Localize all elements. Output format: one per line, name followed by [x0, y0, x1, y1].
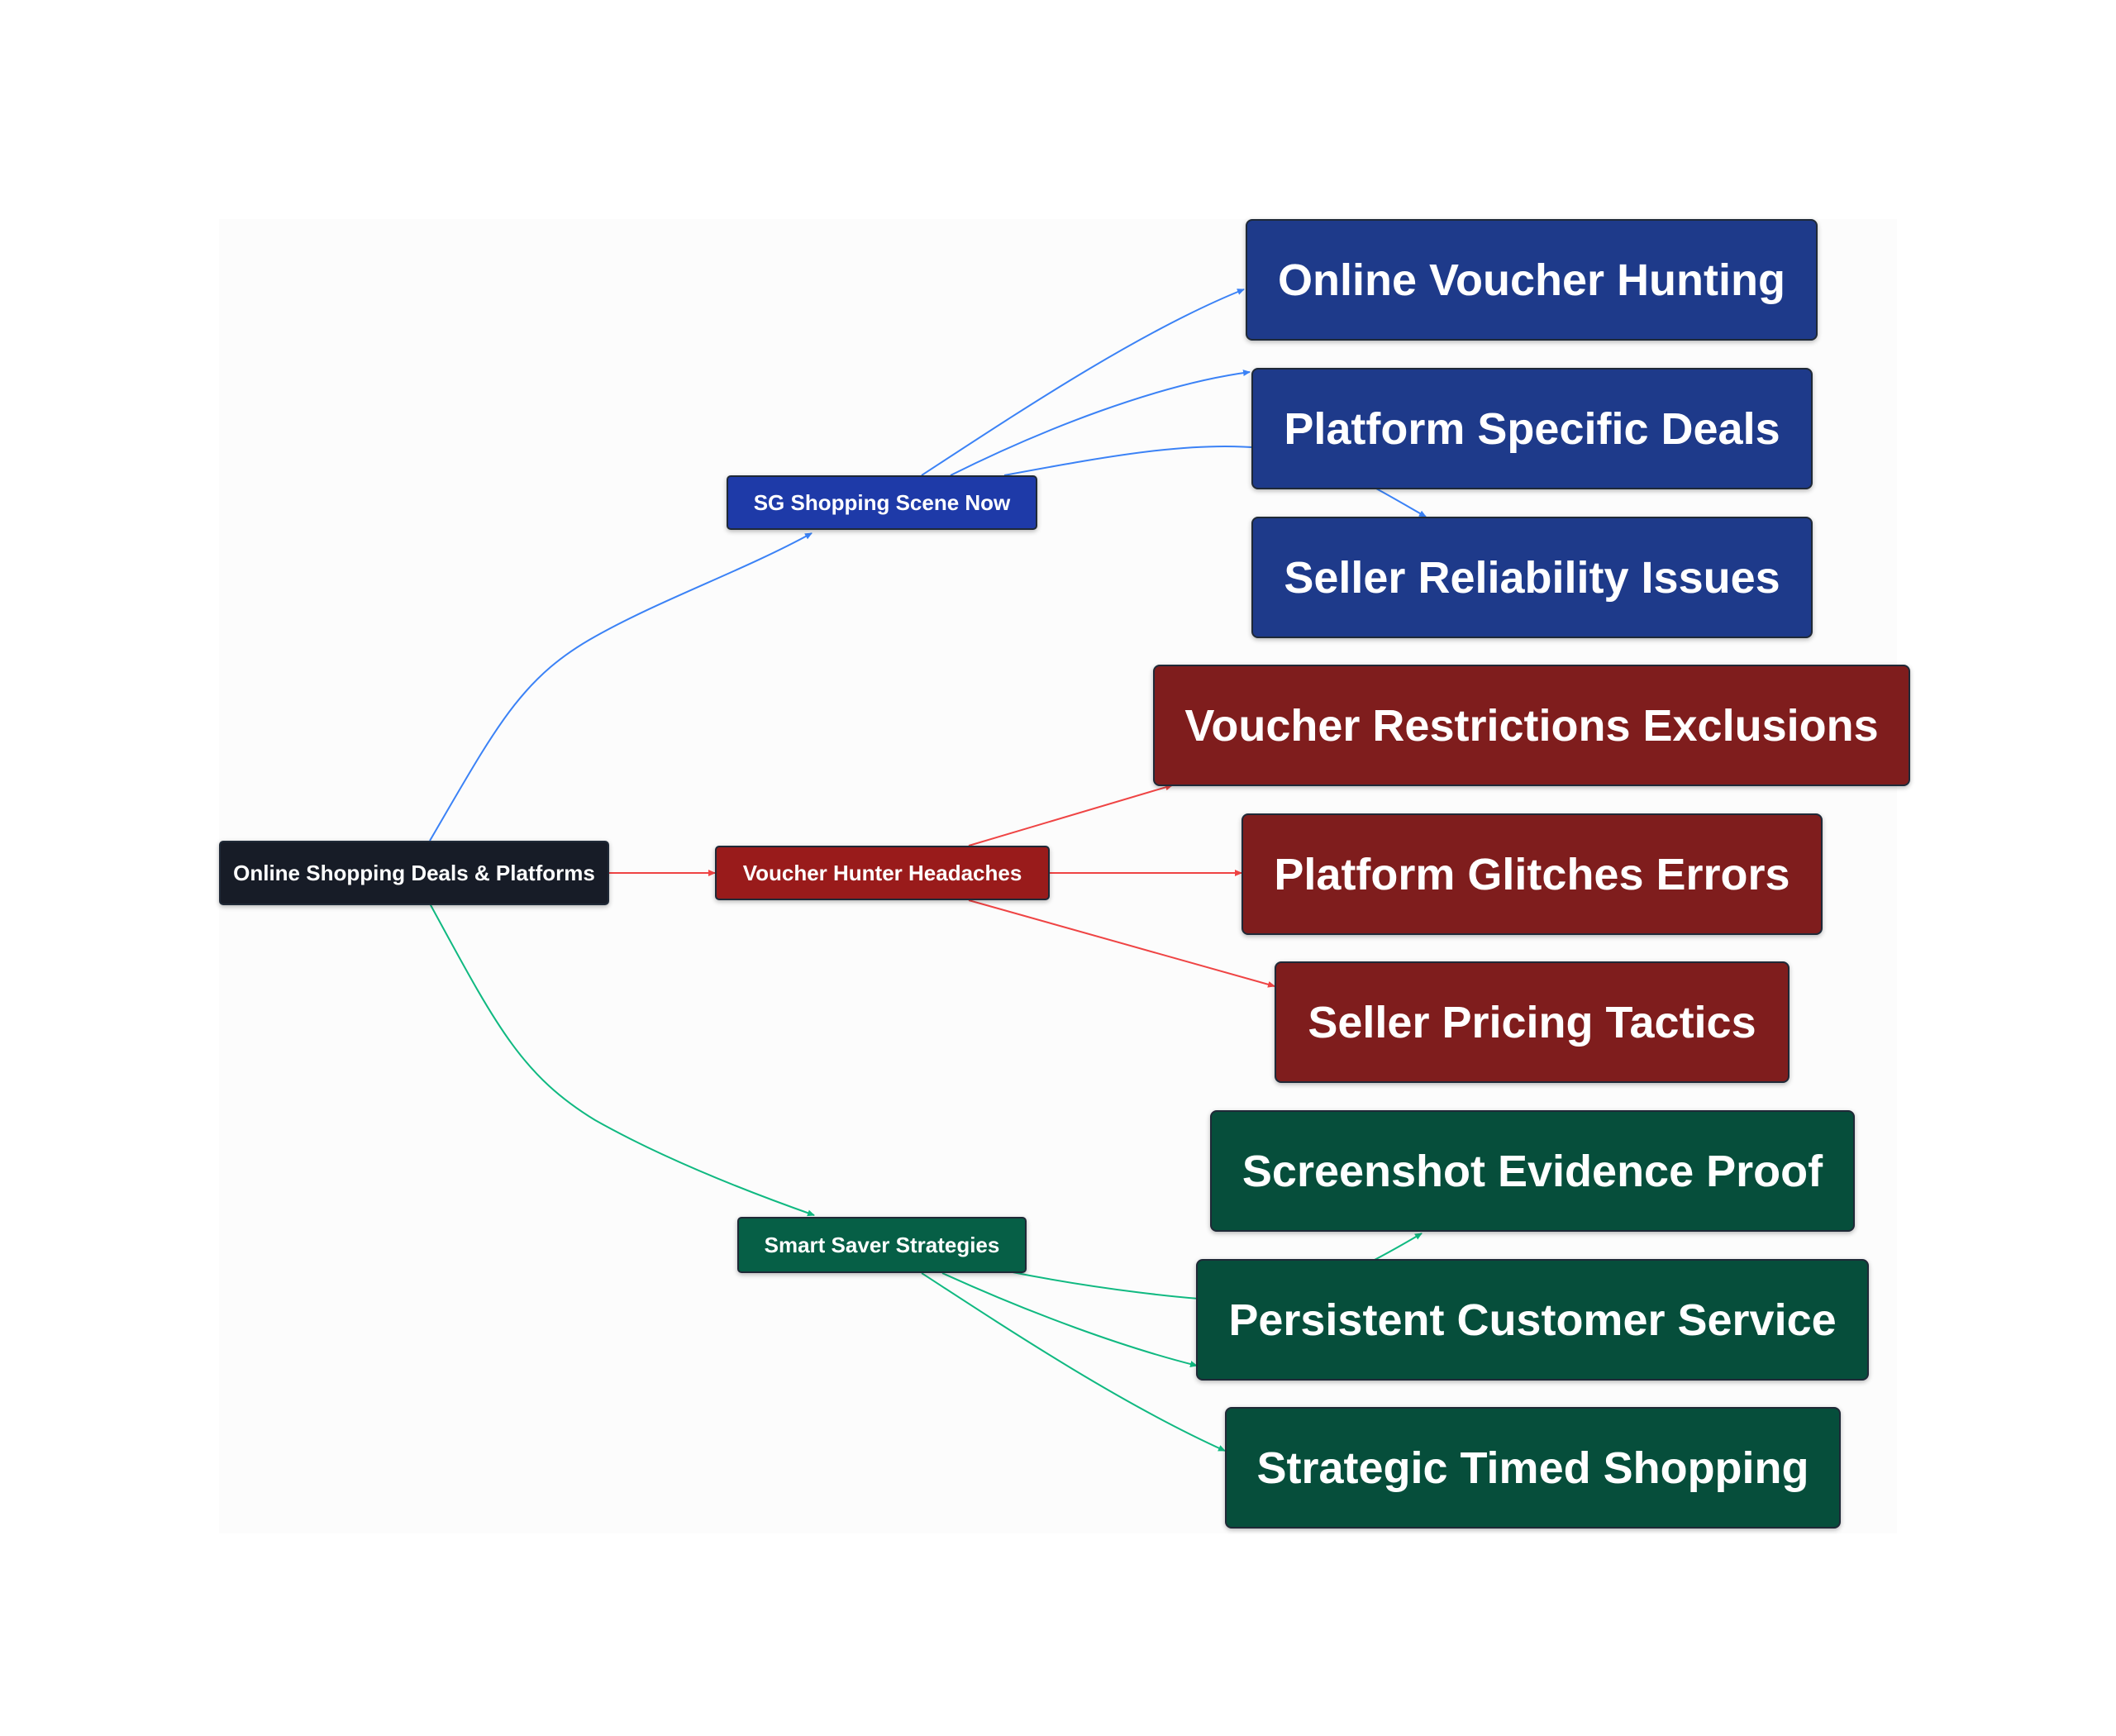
- node-voucher-restrictions-exclusions: Voucher Restrictions Exclusions: [1153, 665, 1910, 786]
- node-platform-specific-deals: Platform Specific Deals: [1251, 368, 1813, 489]
- edge-headaches-voucher-restrictions: [968, 784, 1173, 847]
- node-smart-saver-strategies: Smart Saver Strategies: [737, 1217, 1027, 1273]
- edge-saver-persistent-service: [941, 1272, 1198, 1367]
- edge-root-smart-saver: [429, 903, 815, 1217]
- edge-headaches-seller-pricing: [968, 899, 1275, 988]
- node-voucher-hunter-headaches: Voucher Hunter Headaches: [715, 846, 1050, 900]
- node-platform-glitches-errors: Platform Glitches Errors: [1241, 813, 1823, 935]
- edge-sg-platform-specific-deals: [950, 370, 1251, 476]
- edge-saver-strategic-timed: [921, 1272, 1226, 1452]
- node-screenshot-evidence-proof: Screenshot Evidence Proof: [1210, 1110, 1855, 1232]
- node-seller-reliability-issues: Seller Reliability Issues: [1251, 517, 1813, 638]
- root-node: Online Shopping Deals & Platforms: [219, 841, 609, 905]
- node-strategic-timed-shopping: Strategic Timed Shopping: [1225, 1407, 1841, 1529]
- node-online-voucher-hunting: Online Voucher Hunting: [1246, 219, 1818, 341]
- edge-sg-online-voucher-hunting: [921, 289, 1245, 476]
- node-persistent-customer-service: Persistent Customer Service: [1196, 1259, 1869, 1381]
- node-sg-shopping-scene: SG Shopping Scene Now: [727, 475, 1037, 530]
- edge-root-sg-scene: [429, 532, 813, 842]
- node-seller-pricing-tactics: Seller Pricing Tactics: [1275, 961, 1790, 1083]
